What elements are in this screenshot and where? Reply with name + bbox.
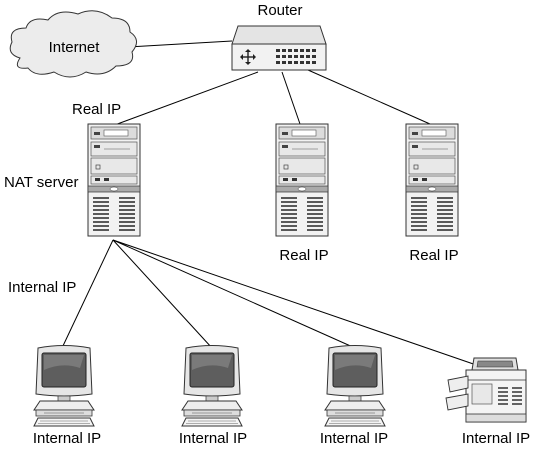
- server-tower-icon: [87, 123, 141, 237]
- server-3: Real IP: [405, 123, 459, 264]
- link-router-server-3: [307, 69, 431, 125]
- cloud-icon: [9, 10, 137, 78]
- pc-3-ip-label: Internal IP: [320, 430, 388, 447]
- internet-label: Internet: [49, 39, 101, 56]
- server-tower-icon: [405, 123, 459, 237]
- pc-3: Internal IP: [320, 345, 388, 447]
- server-2-ip-label: Real IP: [279, 247, 328, 264]
- router-icon: [231, 25, 327, 71]
- printer: Internal IP: [445, 357, 530, 447]
- server-tower-icon: [275, 123, 329, 237]
- pc-1-ip-label: Internal IP: [33, 430, 101, 447]
- desktop-computer-icon: [324, 345, 386, 427]
- pc-2: Internal IP: [179, 345, 247, 447]
- link-nat-pc-1: [61, 239, 114, 349]
- link-router-nat-server: [111, 71, 259, 127]
- link-nat-printer: [112, 239, 486, 369]
- printer-icon: [445, 357, 527, 423]
- internal-ip-link-label: Internal IP: [8, 279, 76, 296]
- pc-2-ip-label: Internal IP: [179, 430, 247, 447]
- server-3-ip-label: Real IP: [409, 247, 458, 264]
- desktop-computer-icon: [33, 345, 95, 427]
- internet-cloud: Internet: [9, 10, 137, 78]
- router-label: Router: [257, 2, 302, 19]
- server-2: Real IP: [275, 123, 329, 264]
- link-nat-pc-2: [112, 239, 213, 349]
- nat-server: Real IP NAT server: [4, 101, 141, 237]
- router: Router: [231, 2, 327, 71]
- connection-lines: [61, 40, 486, 369]
- desktop-computer-icon: [181, 345, 243, 427]
- nat-server-label: NAT server: [4, 174, 78, 191]
- link-router-server-2: [281, 71, 301, 125]
- link-internet-router: [127, 40, 233, 48]
- printer-ip-label: Internal IP: [462, 430, 530, 447]
- link-nat-pc-3: [112, 239, 356, 349]
- pc-1: Internal IP: [33, 345, 101, 447]
- nat-real-ip-label: Real IP: [72, 101, 121, 118]
